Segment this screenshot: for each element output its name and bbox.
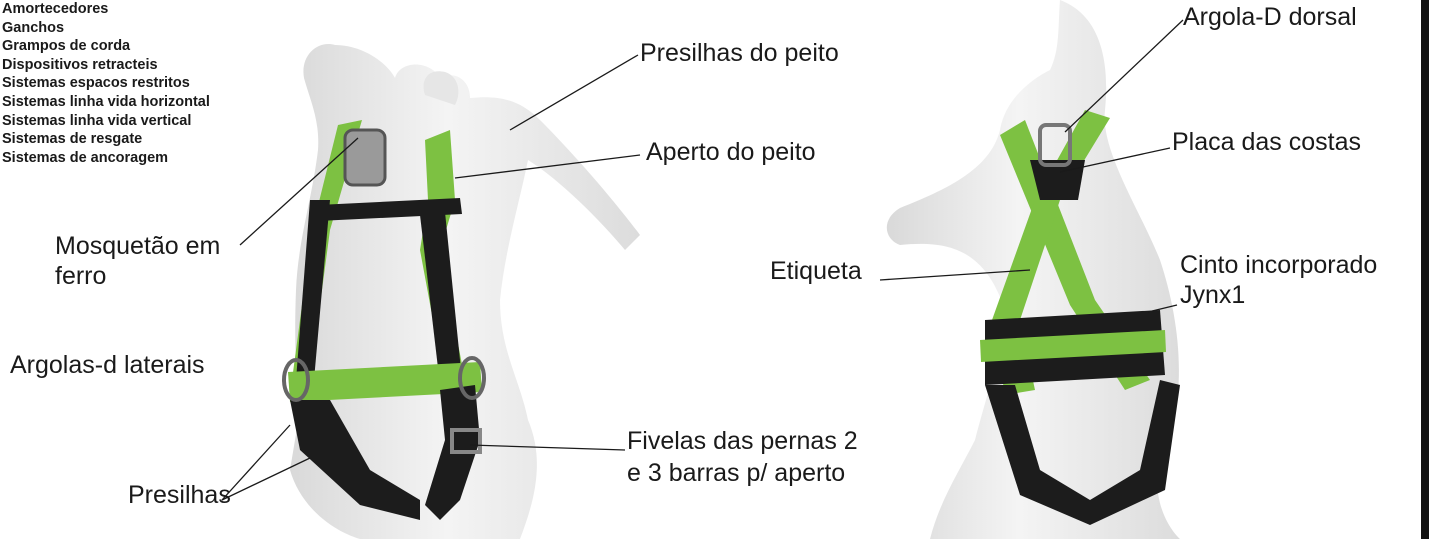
category-item: Sistemas linha vida vertical	[2, 112, 192, 129]
category-item: Ganchos	[2, 19, 65, 36]
category-item: Sistemas espacos restritos	[2, 75, 190, 92]
leader-lines	[221, 19, 1184, 501]
straps-label: Presilhas	[128, 481, 231, 509]
leg-buckles-label-line1: Fivelas das pernas 2	[627, 427, 858, 455]
category-list: Amortecedores Ganchos Grampos de corda D…	[2, 0, 210, 167]
carabiner-label-line1: Mosquetão em	[55, 232, 221, 260]
tag-label: Etiqueta	[770, 257, 862, 285]
carabiner-label-line2: ferro	[55, 262, 107, 290]
belt-label-line1: Cinto incorporado	[1180, 251, 1378, 279]
chest-buckle-label: Aperto do peito	[646, 138, 816, 166]
category-item: Dispositivos retracteis	[2, 56, 158, 73]
category-item: Amortecedores	[2, 1, 109, 17]
back-harness	[980, 110, 1180, 525]
belt-label-line2: Jynx1	[1180, 281, 1246, 309]
category-item: Sistemas de resgate	[2, 131, 143, 148]
chest-straps-label: Presilhas do peito	[640, 39, 839, 67]
category-item: Sistemas linha vida horizontal	[2, 93, 210, 110]
category-item: Sistemas de ancoragem	[2, 149, 169, 166]
dorsal-d-ring-label: Argola-D dorsal	[1183, 3, 1357, 31]
right-border-bar	[1421, 0, 1429, 539]
front-harness	[282, 120, 486, 520]
category-item: Grampos de corda	[2, 38, 131, 55]
leg-buckles-label-line2: e 3 barras p/ aperto	[627, 459, 846, 487]
back-plate-label: Placa das costas	[1172, 128, 1361, 156]
side-d-rings-label: Argolas-d laterais	[10, 351, 205, 379]
